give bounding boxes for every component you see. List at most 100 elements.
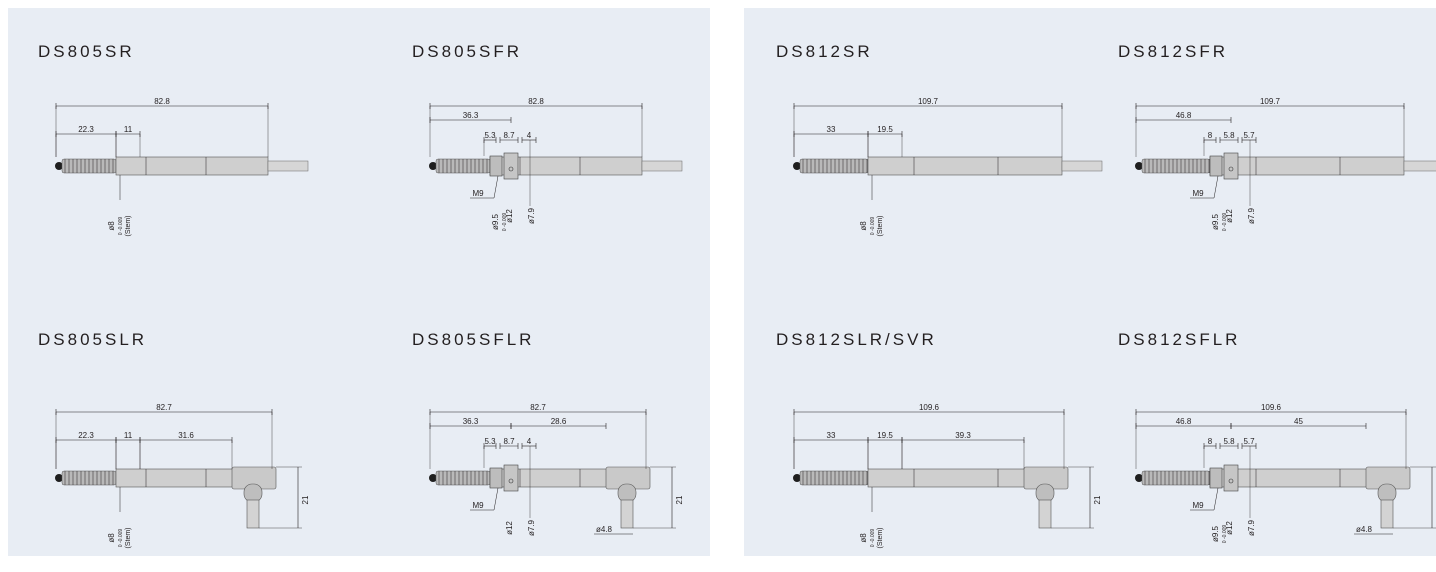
diagram-title: DS805SFR	[412, 42, 522, 61]
mounting-flange	[1223, 464, 1239, 492]
dimension-label: 82.8	[154, 97, 170, 106]
leader-line	[1213, 487, 1219, 511]
dimension-label: 5.8	[1223, 437, 1235, 446]
diagram-title: DS805SR	[38, 42, 135, 61]
angled-cable	[620, 499, 634, 529]
gauge-body	[1209, 156, 1405, 176]
mounting-flange	[503, 152, 519, 180]
stem-diameter-label: ø8	[859, 221, 868, 231]
thread-label: M9	[1192, 189, 1204, 198]
bellows-boot	[1141, 158, 1211, 174]
diagram-title: DS812SLR/SVR	[776, 330, 937, 349]
angled-elbow	[1035, 483, 1055, 503]
dimension-label: 109.7	[1260, 97, 1281, 106]
contact-tip	[793, 162, 801, 170]
dimension-label: 11	[124, 125, 133, 134]
contact-tip	[429, 162, 437, 170]
leader-line	[1213, 175, 1219, 199]
mounting-flange	[1223, 152, 1239, 180]
thread-label: M9	[1192, 501, 1204, 510]
gauge-body	[867, 156, 1063, 176]
contact-tip	[429, 474, 437, 482]
stem-diameter-label: ø8	[107, 221, 116, 231]
nut-diameter-label: ø9.5	[491, 213, 500, 230]
dimension-label: 5.3	[484, 437, 496, 446]
height-label: 21	[675, 495, 684, 504]
body-diameter-label: ø7.9	[1247, 519, 1256, 536]
stem-note-label: (Stem)	[125, 528, 132, 549]
thread-label: M9	[472, 501, 484, 510]
stem-tolerance-label: 0 -0.009	[118, 217, 124, 236]
nut-tolerance-label: 0 -0.009	[1222, 213, 1228, 232]
dimension-label: 19.5	[877, 431, 893, 440]
leader-line	[493, 487, 499, 511]
body-diameter-label: ø7.9	[1247, 207, 1256, 224]
flange-nut	[1209, 467, 1223, 489]
angled-cable	[1038, 499, 1052, 529]
flange-hole	[508, 166, 514, 172]
flange-hole	[1228, 166, 1234, 172]
diagram-title: DS812SFLR	[1118, 330, 1241, 349]
dimension-label: 82.8	[528, 97, 544, 106]
flange-diameter-label: ø12	[1225, 209, 1234, 223]
diagram-title: DS805SFLR	[412, 330, 535, 349]
body-diameter-label: ø7.9	[527, 207, 536, 224]
thread-label: M9	[472, 189, 484, 198]
dimension-label: 36.3	[463, 417, 479, 426]
dimension-label: 5.8	[1223, 131, 1235, 140]
dimension-label: 39.3	[955, 431, 971, 440]
bellows-boot	[799, 158, 869, 174]
dimension-label: 33	[827, 431, 836, 440]
dimension-label: 22.3	[78, 431, 94, 440]
dimension-label: 109.6	[919, 403, 940, 412]
cable-end	[267, 160, 309, 172]
stem-tolerance-label: 0 -0.009	[870, 529, 876, 548]
dimension-label: 22.3	[78, 125, 94, 134]
dimension-label: 5.3	[484, 131, 496, 140]
flange-diameter-label: ø12	[505, 521, 514, 535]
stem-tolerance-label: 0 -0.009	[870, 217, 876, 236]
flange-nut	[489, 155, 503, 177]
cable-diameter-label: ø4.8	[596, 525, 613, 534]
dimension-label: 46.8	[1176, 417, 1192, 426]
dimension-label: 5.7	[1243, 131, 1255, 140]
stem-note-label: (Stem)	[877, 528, 884, 549]
stem-tolerance-label: 0 -0.009	[118, 529, 124, 548]
diagram-title: DS812SR	[776, 42, 873, 61]
stem-diameter-label: ø8	[107, 533, 116, 543]
dimension-label: 45	[1294, 417, 1303, 426]
angled-elbow	[617, 483, 637, 503]
dimension-label: 28.6	[551, 417, 567, 426]
cable-end	[1061, 160, 1103, 172]
contact-tip	[793, 474, 801, 482]
height-label: 21	[1093, 495, 1102, 504]
diagram-title: DS805SLR	[38, 330, 148, 349]
dimension-label: 109.7	[918, 97, 939, 106]
leader-line	[493, 175, 499, 199]
nut-diameter-label: ø9.5	[1211, 525, 1220, 542]
flange-nut	[1209, 155, 1223, 177]
cable-end	[1403, 160, 1436, 172]
contact-tip	[55, 474, 63, 482]
dimension-label: 8	[1208, 131, 1213, 140]
dimension-label: 8.7	[503, 437, 515, 446]
mounting-flange	[503, 464, 519, 492]
dimension-label: 8	[1208, 437, 1213, 446]
dimension-label: 82.7	[530, 403, 546, 412]
nut-diameter-label: ø9.5	[1211, 213, 1220, 230]
